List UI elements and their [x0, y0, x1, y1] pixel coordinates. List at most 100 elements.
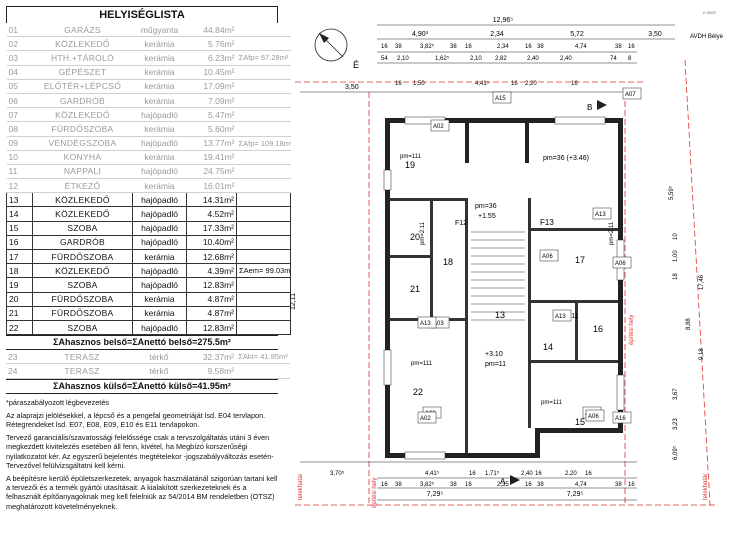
dim-bottom-item: 16	[469, 471, 476, 477]
cell-area: 10.40m²	[186, 235, 237, 251]
cell-mat: kerámia	[132, 249, 187, 265]
room-18-label: 18	[443, 257, 453, 267]
room-19-pm: pm=111	[400, 154, 422, 160]
element-tags: A02A03A13A15A07A06A13A06A13A03A16A02A09A…	[417, 87, 642, 424]
bottom-dimension-lines	[300, 461, 637, 501]
cell-area: 24.75m²	[186, 164, 237, 180]
room-22-pm: pm=111	[411, 361, 433, 367]
dim-row2-item: 2,34	[497, 44, 509, 50]
cell-area: 9.58m²	[186, 363, 236, 379]
dim-row2-item: 38	[537, 44, 544, 50]
cell-name: TERASZ	[32, 350, 132, 365]
room-22-label: 22	[413, 387, 423, 397]
svg-text:A: A	[500, 477, 506, 486]
dim-right-item: 3,67	[673, 388, 679, 400]
dim-row4-3: 4,41⁵	[475, 80, 490, 87]
dim-row2-item: 4,74	[575, 44, 587, 50]
dim-total-top: 12,96⁵	[493, 17, 514, 24]
cell-no: 19	[6, 277, 33, 293]
cell-name: FÜRDŐSZOBA	[32, 249, 133, 265]
room-15-label: 15	[575, 417, 585, 427]
element-tag: A15	[495, 96, 506, 102]
dim-bottom2-item: 2,35	[497, 482, 509, 488]
dim-row2-item: 3,82⁵	[420, 43, 435, 50]
section-marker-a: A	[500, 475, 520, 486]
cell-no: 21	[6, 306, 33, 321]
cell-no: 01	[6, 23, 33, 38]
dim-bottom-item: 2,40	[521, 471, 533, 477]
cell-no: 07	[6, 107, 33, 123]
room-14-label: 14	[543, 342, 553, 352]
element-tag-box	[539, 249, 559, 262]
cell-area: 12.68m²	[186, 249, 237, 265]
cell-no: 09	[6, 136, 33, 151]
dim-bottom-item: 4,41⁵	[425, 470, 440, 477]
cell-mat: hajópadló	[132, 320, 187, 336]
svg-text:É: É	[353, 60, 359, 70]
cell-no: 23	[6, 350, 32, 365]
ceiling-annotation: pm=36 (+3.46)	[543, 155, 589, 162]
dim-bottom-item: 1,71⁵	[485, 470, 500, 477]
cell-name: KONYHA	[32, 150, 133, 165]
cell-no: 08	[6, 121, 33, 137]
room-list-title: HELYISÉGLISTA	[6, 6, 278, 23]
element-tag-box	[585, 409, 605, 422]
cell-name: SZOBA	[32, 277, 133, 293]
dim-row3-item: 74	[610, 56, 617, 62]
cell-mat: kerámia	[132, 93, 187, 109]
cell-mat: kerámia	[132, 36, 187, 52]
cell-name: ÉTKEZŐ	[32, 178, 133, 194]
cell-area: 5.47m²	[186, 107, 237, 123]
cell-name: GÉPÉSZET	[32, 65, 133, 80]
dim-right-item: 9,18	[699, 348, 705, 360]
cell-area: 4.52m²	[186, 206, 237, 222]
dim-bottom2-item: 16	[381, 482, 388, 488]
dim-row3-item: 1,62⁵	[435, 55, 450, 62]
note-3: A beépítésre kerülő épületszerkezetek, a…	[6, 473, 278, 511]
dim-top-4: 3,50	[648, 31, 662, 38]
boundary-label-2: építési hely	[629, 315, 635, 345]
cell-name: KÖZLEKEDŐ	[32, 206, 133, 222]
dim-bottom2-item: 16	[465, 482, 472, 488]
cell-name: KÖZLEKEDŐ	[32, 263, 133, 279]
cell-name: FÜRDŐSZOBA	[32, 292, 133, 307]
cell-area: 17.33m²	[186, 221, 237, 236]
cell-area: 10.45m²	[186, 65, 237, 80]
cell-area: 4.87m²	[186, 306, 237, 321]
cell-name: TERASZ	[32, 363, 132, 379]
wall-tag-f13: F13	[540, 218, 554, 227]
stair-level-2: +3.10	[485, 351, 503, 358]
element-tag: A02	[420, 416, 431, 422]
dim-right-item: 6,09⁵	[672, 445, 679, 460]
cell-name: VENDÉGSZOBA	[32, 136, 133, 151]
dim-bottom2-item: 38	[615, 482, 622, 488]
cell-area: 16.01m²	[186, 178, 237, 194]
cell-name: KÖZLEKEDŐ	[32, 107, 133, 123]
dim-bottom2-item: 3,82⁵	[420, 481, 435, 488]
cell-mat: kerámia	[132, 178, 187, 194]
subtotal-upper: ΣAem= 99.03m²	[236, 263, 291, 279]
stair-pm-1: pm=36	[475, 203, 497, 210]
element-tag-box	[592, 207, 612, 220]
cell-name: GARDRÓB	[32, 235, 133, 251]
element-tag: A07	[625, 92, 636, 98]
sum-outer: ΣAhasznos külső=ΣAnettó külső=41.95m²	[6, 378, 278, 394]
cell-no: 12	[6, 178, 33, 194]
cell-mat: hajópadló	[132, 221, 187, 236]
